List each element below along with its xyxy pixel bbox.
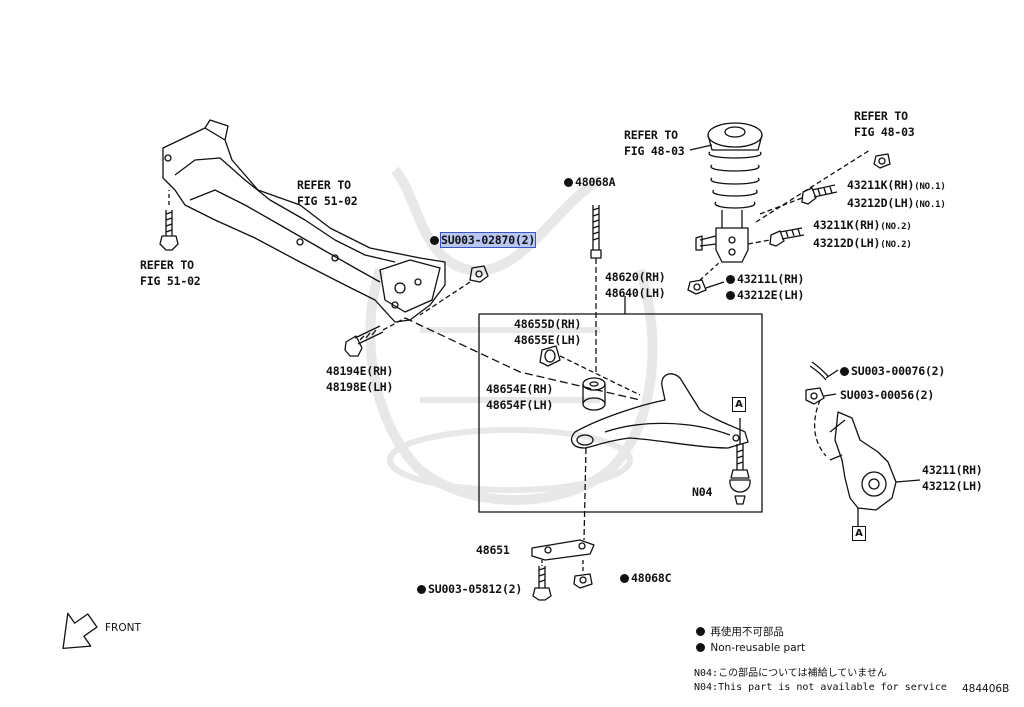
label-43211l-43212e: 43211L(RH) 43212E(LH) [726,271,804,303]
bracket-48651 [531,539,595,561]
bolt-su003-05812 [532,560,552,601]
label-front: FRONT [105,622,141,634]
non-reusable-dot-icon [840,367,849,376]
crossmember-bolt-left [159,190,179,251]
non-reusable-dot-icon [564,178,573,187]
non-reusable-dot-icon [620,574,629,583]
reference-box-a-arm: A [732,397,746,412]
reference-box-a-knuckle: A [852,526,866,541]
strut-top-nut [873,153,891,169]
leader-arm-bracket [583,447,587,541]
label-su003-00076: SU003-00076(2) [840,363,945,379]
leader-knuckle [895,479,921,483]
legend-non-reusable-jp: 再使用不可部品 [696,625,784,640]
label-48068a: 48068A [564,174,616,190]
nut-su003-02870 [419,265,489,316]
label-48194e-48198e: 48194E(RH) 48198E(LH) [326,364,394,394]
label-48068c: 48068C [620,570,672,586]
nut-43211l [687,261,725,295]
bushing-48655d [539,345,641,396]
castle-nut-su003-00056 [805,387,837,405]
bolt-48194e [344,317,406,357]
non-reusable-dot-icon [430,236,439,245]
label-48654e-48654f: 48654E(RH) 48654F(LH) [486,382,554,412]
label-refer-fig-51-02-top: REFER TO FIG 51-02 [297,178,358,208]
bolt-43211k-no1 [759,184,838,215]
non-reusable-dot-icon [696,627,705,636]
non-reusable-dot-icon [726,291,735,300]
label-su003-02870[interactable]: SU003-02870(2) [430,232,537,248]
label-48651: 48651 [476,543,510,557]
label-48620-48640: 48620(RH) 48640(LH) [605,270,666,300]
leader-crossmember-arm [404,317,641,401]
leader-strut-nut [755,149,871,223]
note-n04-en: N04:This part is not available for servi… [694,682,947,693]
label-43211k-43212d-no1: 43211K(RH)(NO.1) 43212D(LH)(NO.1) [847,178,946,210]
label-48655d-48655e: 48655D(RH) 48655E(LH) [514,317,582,347]
note-n04-jp: N04:この部品については補給していません [694,668,887,679]
label-n04: N04 [692,485,713,499]
cotter-pin-su003-00076 [809,361,839,381]
lower-suspension-arm [571,373,749,449]
non-reusable-dot-icon [417,585,426,594]
strut-assembly [695,122,763,263]
label-43211k-43212d-no2: 43211K(RH)(NO.2) 43212D(LH)(NO.2) [813,218,912,250]
steering-knuckle [814,399,897,526]
label-su003-05812: SU003-05812(2) [417,581,522,597]
bushing-48654e [582,377,606,411]
label-su003-00056: SU003-00056(2) [840,388,935,402]
lower-arm-assembly-box [478,313,763,513]
non-reusable-dot-icon [726,275,735,284]
figure-id: 484406B [962,683,1010,695]
label-43211-43212: 43211(RH) 43212(LH) [922,463,983,493]
front-arrow-icon [62,612,98,650]
label-refer-fig-51-02-left: REFER TO FIG 51-02 [140,258,201,288]
non-reusable-dot-icon [696,643,705,652]
label-refer-fig-48-03-top: REFER TO FIG 48-03 [854,109,915,139]
ball-joint-n04 [729,418,751,505]
front-crossmember [162,119,446,323]
watermark-crest [365,166,658,505]
nut-48068c [573,560,593,589]
leader-strut-mount [689,144,713,151]
legend-non-reusable-en: Non-reusable part [696,641,805,656]
stud-48068a [590,205,602,372]
bolt-43211k-no2 [747,227,805,247]
label-refer-fig-48-03-mid: REFER TO FIG 48-03 [624,128,685,158]
